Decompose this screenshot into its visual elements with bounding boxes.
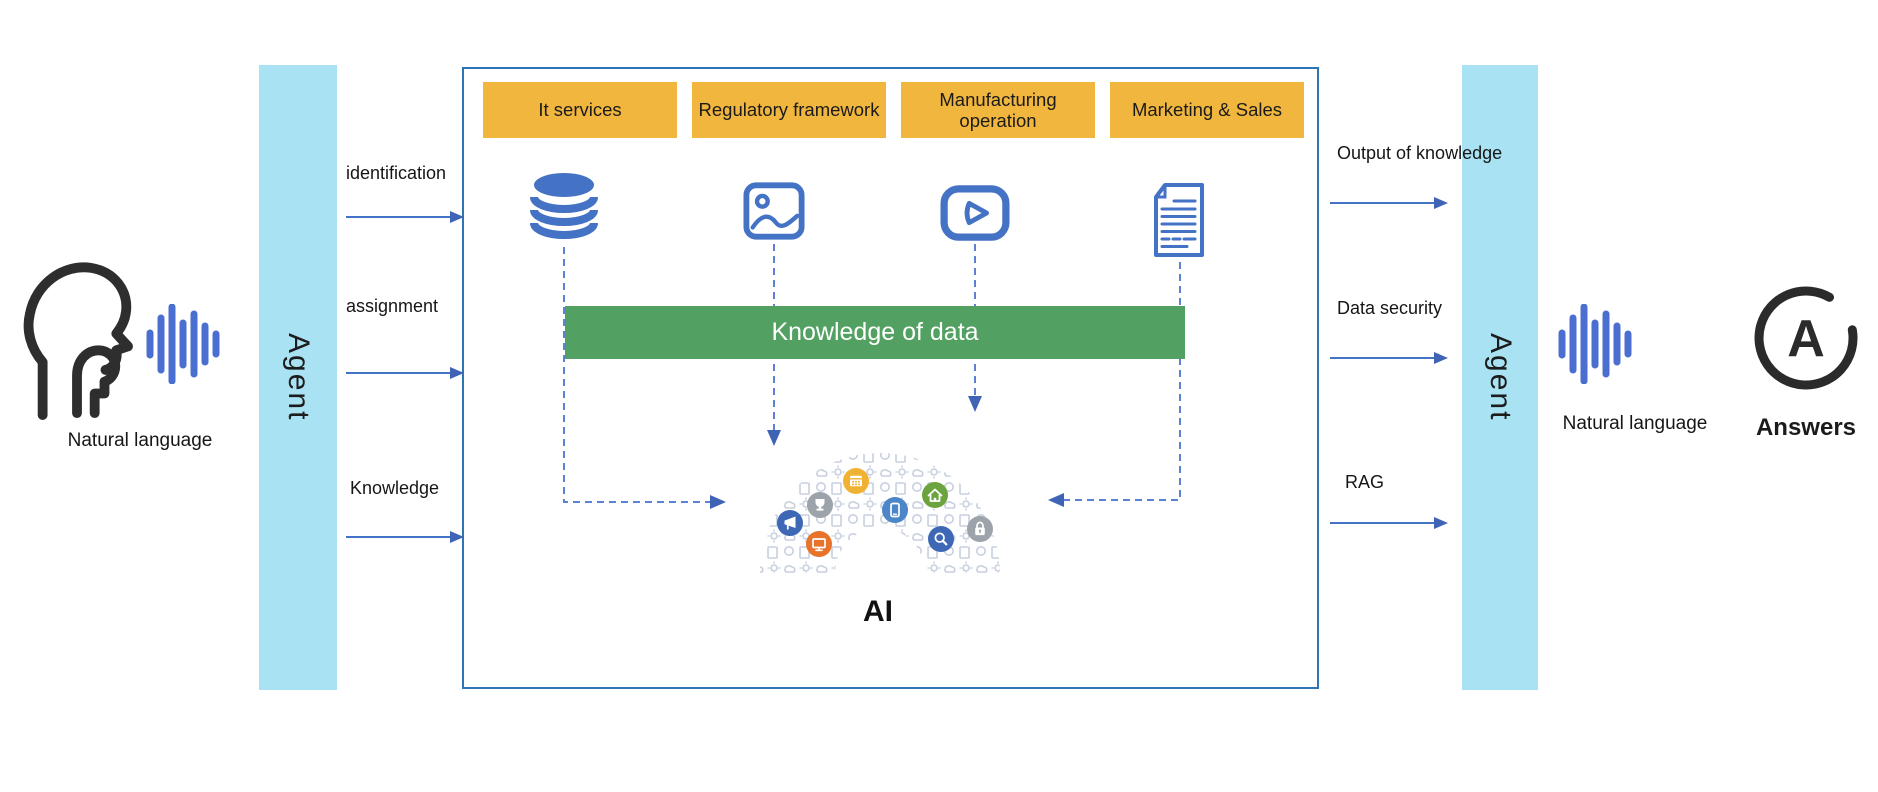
domain-label: Manufacturing operation [939, 88, 1057, 131]
arrow-rag [1330, 517, 1448, 529]
arrowhead-down-icon [968, 396, 982, 412]
document-to-ai-connector [1064, 262, 1181, 501]
ai-label: AI [863, 595, 893, 628]
trophy-badge-icon [807, 492, 833, 518]
arrowhead-right-icon [710, 495, 726, 509]
input-agent-bar: Agent [259, 65, 337, 690]
output-agent-bar: Agent [1462, 65, 1538, 690]
natural-language-output-label: Natural language [1562, 413, 1708, 434]
answers-icon: A [1754, 286, 1858, 390]
arrow-identification [346, 211, 464, 223]
house-badge-icon [922, 482, 948, 508]
arrow-output-of-knowledge [1330, 197, 1448, 209]
database-to-ai-connector [563, 247, 710, 503]
step-label-output-of-knowledge: Output of knowledge [1337, 143, 1503, 163]
arrowhead-down-icon [767, 430, 781, 446]
voice-wave-icon [146, 304, 220, 384]
calendar-badge-icon [843, 468, 869, 494]
domain-label: Regulatory framework [698, 99, 880, 121]
lock-badge-icon [967, 516, 993, 542]
monitor-badge-icon [806, 531, 832, 557]
output-agent-label: Agent [1484, 333, 1517, 422]
arrowhead-left-icon [1048, 493, 1064, 507]
megaphone-badge-icon [777, 510, 803, 536]
knowledge-of-data-bar: Knowledge of data [565, 306, 1185, 359]
step-label-identification: identification [346, 163, 447, 183]
arrow-data-security [1330, 352, 1448, 364]
voice-wave-output-icon [1558, 304, 1632, 384]
document-icon [1154, 183, 1204, 257]
speaking-head-icon [23, 262, 133, 420]
answers-monogram: A [1787, 310, 1825, 368]
input-agent-label: Agent [282, 333, 315, 422]
domain-box-regulatory-framework: Regulatory framework [692, 82, 886, 138]
domain-box-manufacturing-operation: Manufacturing operation [901, 82, 1095, 138]
phone-badge-icon [882, 497, 908, 523]
image-icon [743, 182, 805, 240]
step-label-assignment: assignment [346, 296, 439, 316]
video-play-icon [940, 185, 1010, 241]
arrow-assignment [346, 367, 464, 379]
answers-label: Answers [1755, 414, 1857, 441]
domain-label: Marketing & Sales [1131, 99, 1283, 121]
step-label-data-security: Data security [1337, 298, 1443, 318]
domain-box-it-services: It services [483, 82, 677, 138]
domain-label: It services [538, 99, 622, 121]
step-label-rag: RAG [1345, 472, 1385, 492]
domain-box-marketing-sales: Marketing & Sales [1110, 82, 1304, 138]
arrow-knowledge [346, 531, 464, 543]
natural-language-input-label: Natural language [67, 430, 213, 451]
magnifier-badge-icon [928, 526, 954, 552]
knowledge-of-data-label: Knowledge of data [771, 318, 979, 346]
step-label-knowledge: Knowledge [350, 478, 440, 498]
ai-icon-cluster [760, 453, 1000, 573]
database-icon [530, 173, 598, 239]
knowledge-container [462, 67, 1319, 689]
